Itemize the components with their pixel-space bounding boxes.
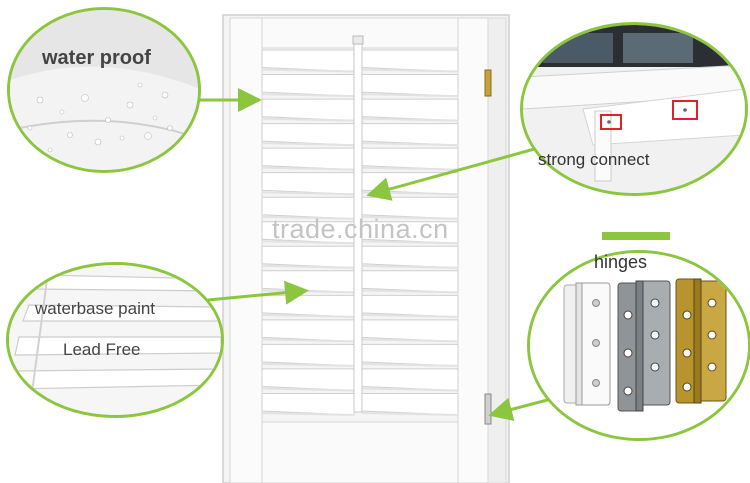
connector-highlight-2 [672, 100, 698, 120]
louver-shadow-right-2 [361, 93, 459, 98]
lead-free-label: Lead Free [63, 340, 141, 359]
louver-shadow-left-9 [261, 264, 355, 269]
paint-closeup-image [9, 265, 221, 415]
water-proof-callout [7, 7, 201, 173]
louver-shadow-right-15 [361, 412, 459, 416]
louver-shadow-left-1 [261, 68, 355, 73]
louver-shadow-right-14 [361, 387, 459, 392]
louver-shadow-left-11 [261, 313, 355, 318]
louver-shadow-right-1 [361, 68, 459, 73]
louver-shadow-left-13 [261, 362, 355, 367]
louver-shadow-left-12 [261, 338, 355, 343]
louver-closeup-image [523, 25, 745, 193]
louver-shadow-left-5 [261, 166, 355, 171]
hinges-image [530, 253, 748, 438]
louver-shadow-right-5 [361, 166, 459, 171]
louver-shadow-right-9 [361, 264, 459, 269]
louver-group [261, 49, 459, 416]
watermark-text: trade.china.cn [272, 214, 449, 244]
louver-shadow-left-7 [261, 215, 355, 220]
hinges-callout [527, 250, 750, 441]
white-hinge-icon [563, 282, 611, 406]
silver-hinge-icon [617, 280, 671, 412]
arrow-hinges [488, 396, 556, 422]
hinges-tag-bar [602, 232, 670, 240]
water-proof-label: water proof [42, 47, 151, 69]
gold-hinge-icon [675, 278, 727, 404]
louver-shadow-right-3 [361, 117, 459, 122]
louver-shadow-left-15 [261, 412, 355, 416]
louver-shadow-right-10 [361, 289, 459, 294]
water-droplets-image [10, 10, 198, 170]
louver-shadow-left-3 [261, 117, 355, 122]
connector-highlight-1 [600, 114, 622, 130]
louver-shadow-right-11 [361, 313, 459, 318]
louver-shadow-right-8 [361, 240, 459, 245]
hinges-label: hinges [594, 252, 648, 272]
louver-shadow-left-2 [261, 93, 355, 98]
louver-shadow-left-8 [261, 240, 355, 245]
louver-shadow-left-6 [261, 191, 355, 196]
louver-shadow-right-12 [361, 338, 459, 343]
louver-shadow-right-7 [361, 215, 459, 220]
louver-shadow-left-4 [261, 142, 355, 147]
strong-connect-callout [520, 22, 748, 196]
paint-callout [6, 262, 224, 418]
strong-connect-label: strong connect [538, 150, 650, 169]
louver-shadow-right-4 [361, 142, 459, 147]
waterbase-paint-label: waterbase paint [35, 299, 156, 318]
louver-shadow-left-14 [261, 387, 355, 392]
arrow-waterbase-paint [207, 280, 309, 305]
louver-shadow-right-13 [361, 362, 459, 367]
